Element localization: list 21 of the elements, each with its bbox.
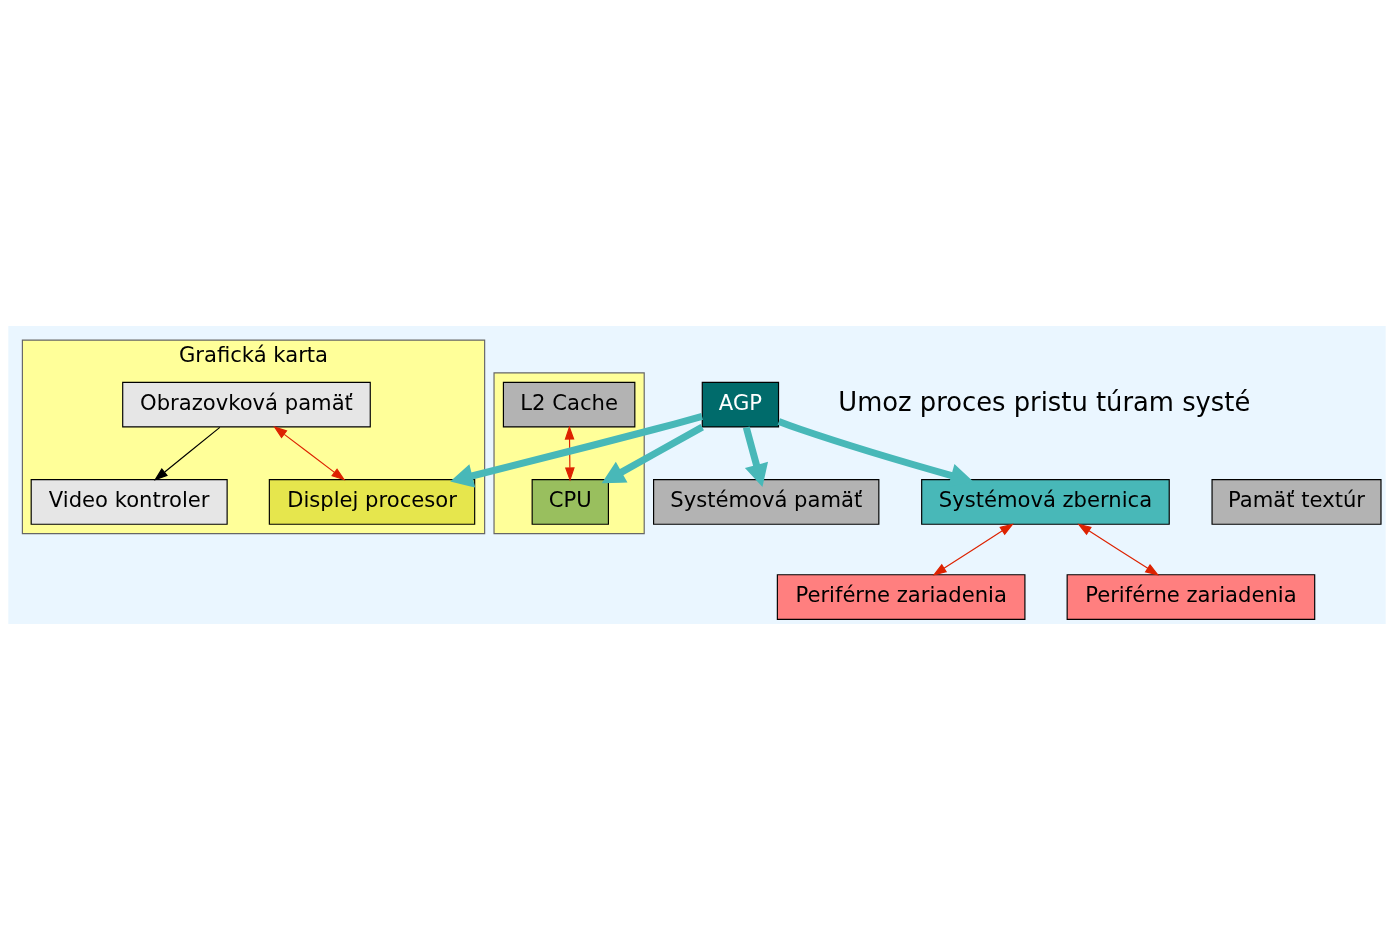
arrow bbox=[564, 425, 575, 482]
cluster bbox=[493, 372, 645, 535]
arrow bbox=[273, 426, 346, 481]
arrow bbox=[153, 426, 221, 481]
node-box: Pamäť textúr bbox=[1211, 479, 1382, 525]
node-box: Systémová zbernica bbox=[921, 479, 1170, 525]
arrow bbox=[1077, 523, 1160, 576]
arrow bbox=[742, 426, 769, 487]
arrow bbox=[450, 413, 703, 488]
node-box: L2 Cache bbox=[502, 381, 636, 428]
label: Umoz proces pristu túram systé bbox=[838, 387, 1251, 418]
arrow bbox=[601, 424, 704, 484]
node-box: Obrazovková pamäť bbox=[122, 381, 371, 428]
node-box: Video kontroler bbox=[30, 479, 228, 525]
node-box: Periférne zariadenia bbox=[776, 574, 1026, 620]
node-box: CPU bbox=[531, 479, 609, 525]
arrow bbox=[932, 523, 1014, 576]
node-box: AGP bbox=[701, 381, 780, 428]
node-box: Displej procesor bbox=[268, 479, 476, 525]
node-box: Periférne zariadenia bbox=[1066, 574, 1316, 620]
node-box: Systémová pamäť bbox=[653, 479, 880, 525]
